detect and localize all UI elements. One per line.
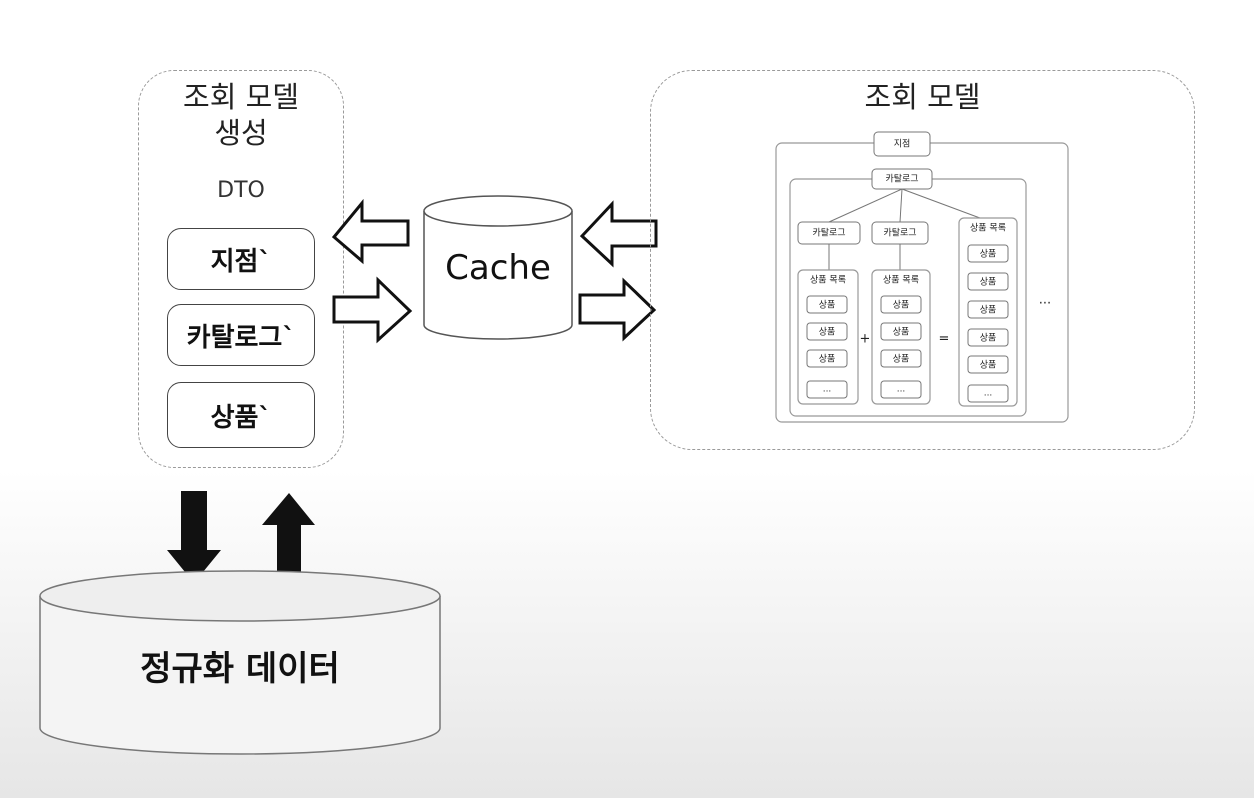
product-item-label: 상품: [819, 327, 836, 338]
database-label: 정규화 데이터: [140, 648, 340, 689]
product-item-label: 상품: [980, 360, 997, 371]
dto-item-label: 지점`: [210, 246, 272, 277]
read-model-creation-panel: [138, 70, 344, 468]
equals-sign: =: [939, 332, 950, 347]
product-item-label: 상품: [980, 305, 997, 316]
product-item-label: 상품: [980, 249, 997, 260]
product-item-label: ...: [823, 385, 832, 395]
more-ellipsis: ...: [1039, 293, 1051, 308]
product-item-label: ...: [897, 385, 906, 395]
product-item-label: 상품: [819, 300, 836, 311]
tree-child-catalog-label: 카탈로그: [883, 228, 916, 239]
product-item-label: 상품: [980, 333, 997, 344]
arrow-cache-to-model-icon: [578, 277, 657, 342]
tree-root-node: [873, 131, 931, 157]
dto-item-label: 카탈로그`: [186, 322, 296, 353]
arrow-dto-to-cache-icon: [332, 276, 413, 344]
dto-item-product: 상품`: [167, 382, 315, 448]
dto-item-branch: 지점`: [167, 228, 315, 290]
dto-item-label: 상품`: [210, 402, 272, 433]
product-item-label: ...: [984, 389, 993, 399]
cache-label: Cache: [445, 248, 551, 288]
read-model-tree: .frame { fill:#fff; stroke:#999; stroke-…: [775, 131, 1069, 423]
read-model-panel: [650, 70, 1195, 450]
dto-item-catalog: 카탈로그`: [167, 304, 315, 366]
cache-cylinder-icon: [423, 195, 573, 340]
database-cylinder-icon: [39, 570, 441, 755]
merged-list-title: 상품 목록: [970, 223, 1006, 234]
tree-child-catalog-label: 카탈로그: [812, 228, 845, 239]
arrow-cache-to-dto-icon: [331, 198, 410, 265]
product-item-label: 상품: [980, 277, 997, 288]
tree-catalog-label: 카탈로그: [885, 174, 918, 185]
arrow-model-to-cache-icon: [579, 200, 658, 268]
product-list-title: 상품 목록: [883, 275, 919, 286]
arrow-down-to-db-icon: [167, 491, 221, 583]
left-panel-title-line1: 조회 모델: [183, 80, 299, 114]
left-panel-title-line2: 생성: [214, 116, 268, 150]
product-item-label: 상품: [819, 354, 836, 365]
product-item-label: 상품: [893, 354, 910, 365]
arrow-up-from-db-icon: [262, 493, 315, 583]
tree-root-label: 지점: [894, 138, 911, 150]
plus-sign: +: [860, 332, 871, 347]
product-list-title: 상품 목록: [810, 275, 846, 286]
dto-label: DTO: [217, 178, 265, 203]
product-item-label: 상품: [893, 300, 910, 311]
right-panel-title: 조회 모델: [864, 80, 981, 114]
product-item-label: 상품: [893, 327, 910, 338]
